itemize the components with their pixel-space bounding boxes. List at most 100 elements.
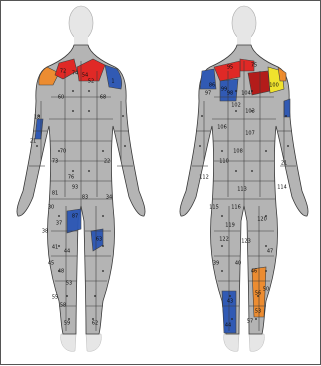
region-dot-0 bbox=[235, 90, 237, 92]
region-dot-5 bbox=[102, 150, 104, 152]
region-number-label: 87 bbox=[72, 214, 78, 220]
region-dot-7 bbox=[251, 170, 253, 172]
region-number-label: 106 bbox=[217, 125, 227, 131]
region-number-label: 57 bbox=[247, 319, 253, 325]
region-number-label: 56 bbox=[255, 291, 261, 297]
region-dot-14 bbox=[229, 295, 231, 297]
region-number-label: 95 bbox=[227, 65, 233, 71]
region-number-label: 45 bbox=[48, 261, 54, 267]
region-dot-3 bbox=[88, 110, 90, 112]
region-number-label: 76 bbox=[68, 175, 74, 181]
region-number-label: 48 bbox=[58, 269, 64, 275]
back-view-body: 9575991008697981041021031061071081101121… bbox=[180, 6, 308, 351]
region-dot-21 bbox=[287, 145, 289, 147]
region-number-label: 47 bbox=[267, 249, 273, 255]
region-number-label: 73 bbox=[52, 159, 58, 165]
right-foot bbox=[61, 334, 76, 351]
region-dot-4 bbox=[221, 150, 223, 152]
region-number-label: 37 bbox=[56, 221, 62, 227]
region-number-label: 53 bbox=[66, 281, 72, 287]
region-number-label: 58 bbox=[60, 303, 66, 309]
region-number-label: 1 bbox=[111, 79, 114, 85]
region-number-label: 63 bbox=[96, 237, 102, 243]
region-number-label: 120 bbox=[257, 217, 267, 223]
region-number-label: 123 bbox=[241, 239, 251, 245]
region-number-label: 38 bbox=[42, 229, 48, 235]
region-dot-0 bbox=[72, 90, 74, 92]
region-number-label: 44 bbox=[64, 249, 70, 255]
region-number-label: 55 bbox=[52, 295, 58, 301]
region-number-label: 40 bbox=[235, 261, 241, 267]
region-number-label: 102 bbox=[231, 103, 241, 109]
region-number-label: 70 bbox=[60, 149, 66, 155]
region-dot-6 bbox=[72, 170, 74, 172]
region-number-label: 113 bbox=[237, 187, 247, 193]
region-dot-5 bbox=[265, 150, 267, 152]
region-dot-20 bbox=[36, 145, 38, 147]
region-number-label: 107 bbox=[245, 131, 255, 137]
region-number-label: 68 bbox=[100, 95, 106, 101]
region-dot-2 bbox=[72, 110, 74, 112]
region-number-label: 114 bbox=[277, 185, 287, 191]
region-dot-6 bbox=[235, 170, 237, 172]
left-foot bbox=[86, 334, 101, 351]
region-number-label: 81 bbox=[52, 191, 58, 197]
region-number-label: 110 bbox=[219, 159, 229, 165]
region-dot-10 bbox=[221, 245, 223, 247]
region-number-label: 112 bbox=[199, 175, 209, 181]
region-number-label: 104 bbox=[241, 91, 251, 97]
region-number-label: 52 bbox=[88, 79, 94, 85]
region-number-label: 44 bbox=[225, 323, 231, 329]
region-number-label: 97 bbox=[205, 91, 211, 97]
region-dot-21 bbox=[124, 145, 126, 147]
region-number-label: 83 bbox=[82, 195, 88, 201]
region-dot-10 bbox=[58, 245, 60, 247]
back-left-upper-arm-blue bbox=[284, 99, 290, 117]
region-number-label: 74 bbox=[72, 71, 78, 77]
region-number-label: 72 bbox=[60, 69, 66, 75]
region-dot-15 bbox=[94, 295, 96, 297]
region-number-label: 34 bbox=[106, 195, 112, 201]
region-dot-1 bbox=[251, 90, 253, 92]
region-dot-13 bbox=[102, 270, 104, 272]
head bbox=[69, 6, 93, 40]
region-number-label: 100 bbox=[269, 83, 279, 89]
region-number-label: 59 bbox=[64, 321, 70, 327]
region-number-label: 39 bbox=[213, 261, 219, 267]
region-number-label: 53 bbox=[255, 309, 261, 315]
region-number-label: 60 bbox=[58, 95, 64, 101]
region-dot-11 bbox=[102, 245, 104, 247]
region-number-label: 75 bbox=[251, 63, 257, 69]
region-number-label: 43 bbox=[227, 299, 233, 305]
region-number-label: 41 bbox=[52, 245, 58, 251]
region-number-label: 86 bbox=[209, 83, 215, 89]
region-dot-7 bbox=[88, 170, 90, 172]
left-foot bbox=[249, 334, 264, 351]
region-number-label: 116 bbox=[231, 205, 241, 211]
right-foot bbox=[224, 334, 239, 351]
region-number-label: 122 bbox=[219, 237, 229, 243]
region-number-label: 98 bbox=[227, 91, 233, 97]
region-number-label: 21 bbox=[30, 139, 36, 145]
region-number-label: 30 bbox=[48, 205, 54, 211]
region-number-label: 93 bbox=[72, 185, 78, 191]
region-dot-13 bbox=[265, 270, 267, 272]
region-number-label: 119 bbox=[225, 223, 235, 229]
region-number-label: 50 bbox=[263, 287, 269, 293]
region-number-label: 22 bbox=[104, 159, 110, 165]
region-dot-11 bbox=[265, 245, 267, 247]
region-dot-9 bbox=[102, 215, 104, 217]
region-number-label: 21 bbox=[281, 161, 287, 167]
region-dot-19 bbox=[122, 115, 124, 117]
region-dot-8 bbox=[58, 215, 60, 217]
region-dot-17 bbox=[255, 318, 257, 320]
region-dot-12 bbox=[221, 270, 223, 272]
region-dot-16 bbox=[231, 318, 233, 320]
head bbox=[232, 6, 256, 40]
region-number-label: 46 bbox=[251, 269, 257, 275]
region-number-label: 62 bbox=[92, 321, 98, 327]
region-number-label: 108 bbox=[233, 149, 243, 155]
